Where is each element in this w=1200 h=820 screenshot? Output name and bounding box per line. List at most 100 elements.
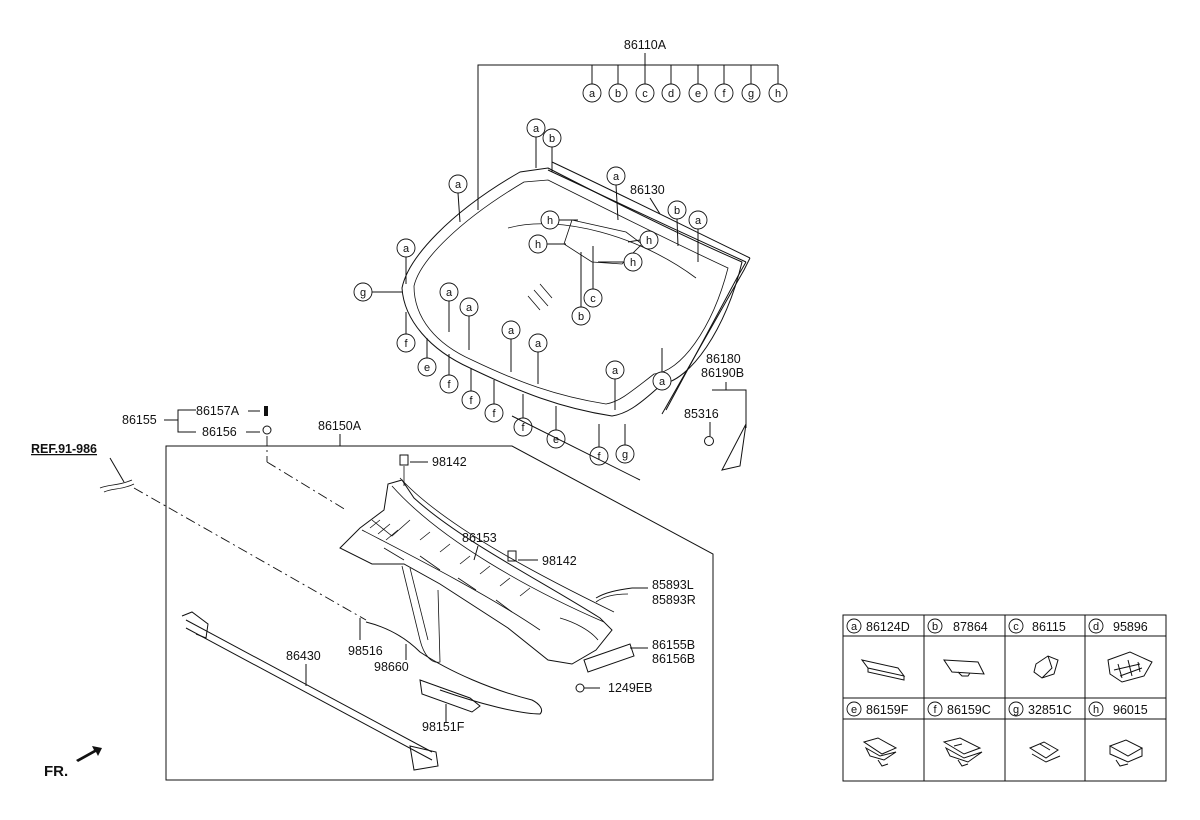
sketch-96015 [1108,739,1144,767]
part-label-85316: 85316 [684,407,719,421]
glass-callouts: a b a a b a a g h h h h c b a a a a a a … [353,118,708,466]
part-label-86155B: 86155B [652,638,695,652]
svg-text:32851C: 32851C [1028,703,1072,717]
svg-text:g: g [1013,704,1019,716]
callout-header-b: b [608,83,628,103]
bolt-86157A [264,406,268,416]
sketch-86159C [942,737,983,767]
svg-text:c: c [642,88,648,100]
svg-text:86159C: 86159C [947,703,991,717]
screw-1249EB [575,683,585,693]
cowl-panel-86153 [339,477,615,665]
part-label-98142-top: 98142 [432,455,467,469]
clip-85316 [704,436,714,446]
svg-text:a: a [533,123,540,135]
svg-text:a: a [508,325,515,337]
svg-text:a: a [535,338,542,350]
svg-text:h: h [547,215,553,227]
ref-wire [99,479,135,493]
legend-cell-a: a 86124D [846,618,910,634]
part-label-85893L: 85893L [652,578,694,592]
svg-text:86115: 86115 [1032,620,1066,634]
svg-text:f: f [492,408,496,420]
cowl-assembly-box [165,445,714,781]
callout-header-e: e [688,83,708,103]
part-label-86157A: 86157A [196,404,240,418]
part-label-1249EB: 1249EB [608,681,652,695]
svg-text:f: f [447,379,451,391]
legend-cell-g: g 32851C [1008,701,1072,717]
part-label-86156: 86156 [202,425,237,439]
svg-text:95896: 95896 [1113,620,1148,634]
part-label-98151F: 98151F [422,720,465,734]
moulding-86130 [547,161,751,415]
svg-text:a: a [589,88,596,100]
svg-text:h: h [775,88,781,100]
front-arrow-icon [76,746,102,762]
svg-text:a: a [466,302,473,314]
svg-text:86124D: 86124D [866,620,910,634]
legend-cell-c: c 86115 [1008,618,1066,634]
svg-text:c: c [1013,621,1019,633]
front-direction-label: FR. [44,763,68,780]
hose-85893 [595,587,633,599]
svg-text:c: c [590,293,596,305]
callout-header-g: g [741,83,761,103]
svg-text:87864: 87864 [953,620,988,634]
svg-text:a: a [851,621,858,633]
part-label-86430: 86430 [286,649,321,663]
svg-text:d: d [1093,621,1099,633]
svg-text:e: e [553,434,559,446]
legend-cell-f: f 86159C [927,701,991,717]
hose-98660 [365,621,543,715]
svg-text:e: e [851,704,857,716]
part-label-86150A: 86150A [318,419,362,433]
svg-text:a: a [612,365,619,377]
svg-text:a: a [613,171,620,183]
svg-text:a: a [695,215,702,227]
pillar-trim-piece [721,423,747,471]
ref-label: REF.91-986 [31,442,97,456]
svg-text:f: f [722,88,726,100]
weatherstrip-86430 [181,611,439,771]
sketch-32851C [1028,741,1061,763]
nut-86156 [262,425,272,435]
part-label-85893R: 85893R [652,593,696,607]
svg-text:f: f [933,704,937,716]
part-label-86130: 86130 [630,183,665,197]
svg-text:b: b [549,133,555,145]
trim-86155B [583,643,635,673]
svg-text:f: f [597,451,601,463]
part-label-86190B: 86190B [701,366,744,380]
part-label-86180: 86180 [706,352,741,366]
sketch-86124D [860,659,906,681]
clip-98142-mid [507,550,517,562]
svg-text:f: f [469,395,473,407]
callout-header-f: f [714,83,734,103]
clip-98142-top [399,454,409,466]
svg-text:f: f [404,338,408,350]
svg-text:a: a [659,376,666,388]
callout-header-a: a [582,83,602,103]
part-label-98660: 98660 [374,660,409,674]
svg-text:a: a [403,243,410,255]
sketch-86159F [862,737,898,767]
callout-header-d: d [661,83,681,103]
svg-text:d: d [668,88,674,100]
sketch-95896 [1107,651,1153,683]
svg-text:e: e [695,88,701,100]
header-callouts: a b c d e f g h [582,65,788,103]
svg-text:a: a [446,287,453,299]
part-label-98142-mid: 98142 [542,554,577,568]
svg-text:96015: 96015 [1113,703,1148,717]
callout-header-h: h [768,83,788,103]
legend-cell-d: d 95896 [1088,618,1148,634]
svg-text:g: g [622,449,628,461]
svg-text:b: b [674,205,680,217]
svg-text:a: a [455,179,462,191]
svg-text:e: e [424,362,430,374]
